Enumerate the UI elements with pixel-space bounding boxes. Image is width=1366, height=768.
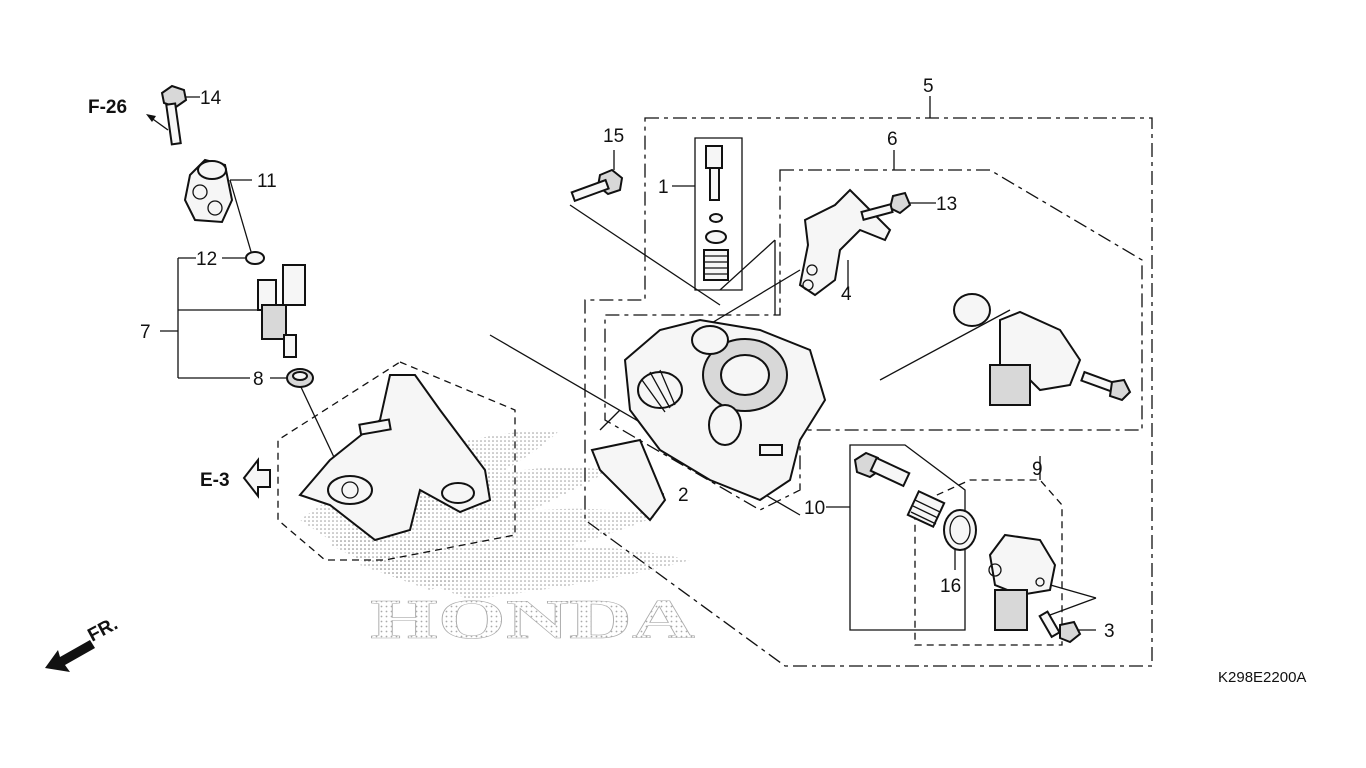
- set-9-bracket: [914, 479, 1063, 646]
- ref-label-e3: E-3: [200, 470, 230, 491]
- assembly-5-outline: [584, 117, 1153, 667]
- throttle-body: [623, 318, 827, 502]
- set-10-bracket: [849, 444, 966, 631]
- screw-15: [570, 168, 624, 203]
- bracket-4: [798, 188, 892, 297]
- callout-1: 1: [658, 177, 669, 198]
- fuel-injector-7: [257, 264, 306, 358]
- callout-8: 8: [253, 369, 264, 390]
- front-direction-arrow: [45, 640, 95, 672]
- insulator: [298, 374, 492, 542]
- injector-joint-11: [183, 158, 234, 224]
- ref-arrow-e3: [242, 457, 271, 499]
- callout-13: 13: [936, 194, 957, 215]
- callout-2: 2: [678, 485, 689, 506]
- callout-4: 4: [841, 284, 852, 305]
- gasket-2: [590, 438, 667, 522]
- o-ring-16: [943, 509, 977, 551]
- screw-set-1-bracket: [694, 137, 743, 291]
- callout-9: 9: [1032, 459, 1043, 480]
- callout-5: 5: [923, 76, 934, 97]
- callout-6: 6: [887, 129, 898, 150]
- callout-7: 7: [140, 322, 151, 343]
- insulator-outline: [277, 361, 516, 561]
- screw-3: [1038, 610, 1082, 644]
- assembly-6-outline: [604, 169, 1143, 511]
- o-ring-12: [245, 251, 265, 265]
- screw-set-10: [853, 451, 946, 529]
- callout-12: 12: [196, 249, 217, 270]
- seal-ring-8: [286, 368, 314, 388]
- callout-11: 11: [257, 171, 277, 192]
- ref-arrow-f26: [146, 114, 169, 131]
- screw-set-1: [703, 145, 729, 281]
- figure-code: K298E2200A: [1218, 669, 1306, 686]
- screw-14: [160, 84, 188, 146]
- leader-lines: [160, 96, 1097, 631]
- ref-label-f26: F-26: [88, 97, 127, 118]
- callout-15: 15: [603, 126, 624, 147]
- sensor-9: [988, 533, 1057, 631]
- throttle-sensor: [953, 293, 1132, 406]
- callout-14: 14: [200, 88, 222, 109]
- callout-16: 16: [940, 576, 961, 597]
- callout-3: 3: [1104, 621, 1115, 642]
- screw-13: [860, 191, 912, 221]
- honda-watermark-text: HONDA: [370, 589, 696, 651]
- callout-10: 10: [804, 498, 825, 519]
